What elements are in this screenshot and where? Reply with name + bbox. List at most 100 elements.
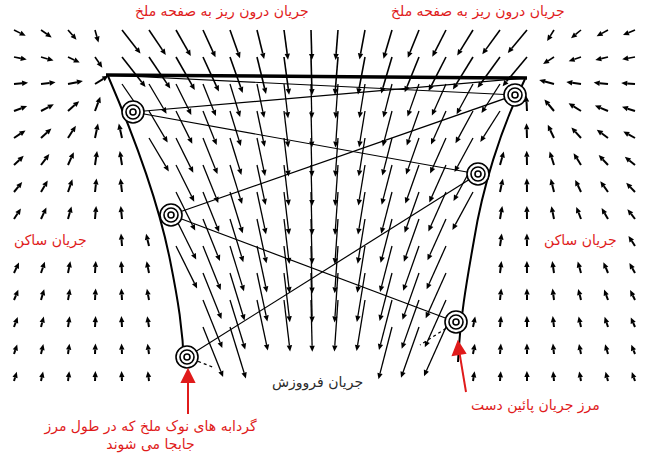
flow-arrow — [94, 30, 99, 43]
flow-arrow — [95, 76, 108, 84]
flow-arrow — [432, 84, 446, 116]
flow-arrow — [524, 178, 529, 192]
flow-arrow — [524, 123, 529, 138]
flow-arrow — [551, 344, 556, 354]
flow-arrow — [631, 372, 636, 381]
flow-arrow — [68, 30, 77, 40]
flow-arrow — [41, 80, 56, 85]
flow-arrow — [203, 327, 223, 377]
flow-arrow — [508, 30, 527, 53]
flow-arrow — [358, 84, 365, 118]
flow-arrow — [122, 57, 146, 87]
flow-arrow — [403, 246, 419, 291]
flow-arrow — [203, 84, 216, 116]
flow-arrow — [13, 317, 18, 327]
flow-arrow — [600, 181, 608, 192]
flow-arrow — [603, 262, 608, 273]
flow-arrow — [355, 273, 365, 322]
flow-arrow — [569, 57, 581, 62]
flow-arrow — [41, 104, 54, 111]
flow-arrow — [550, 179, 555, 192]
flow-arrow — [122, 30, 141, 54]
flow-arrow — [14, 81, 28, 86]
flow-arrow — [41, 128, 51, 138]
flow-arrow — [14, 106, 27, 111]
flow-arrow — [68, 152, 74, 165]
flow-arrow — [599, 155, 608, 165]
flow-arrow — [39, 344, 44, 354]
flow-arrow — [93, 316, 98, 327]
flow-arrow — [547, 30, 554, 41]
flow-arrow — [498, 289, 503, 300]
flow-arrow — [119, 289, 124, 301]
flow-arrow — [551, 261, 556, 273]
flow-arrow — [13, 372, 18, 381]
flow-arrow — [471, 316, 476, 327]
flow-arrow — [66, 344, 71, 354]
flow-arrow — [595, 105, 608, 111]
flow-arrow — [576, 207, 581, 219]
flow-arrow — [176, 246, 197, 289]
vortex-path — [106, 75, 527, 368]
tip-vortex — [504, 84, 526, 106]
flow-arrow — [68, 80, 83, 85]
flow-arrow — [309, 165, 314, 206]
flow-arrow — [176, 30, 191, 56]
flow-arrow — [623, 131, 635, 138]
flow-arrow — [94, 151, 99, 165]
flow-arrow — [358, 30, 365, 60]
flow-arrow — [309, 300, 314, 352]
flow-arrow — [524, 316, 529, 327]
flow-arrow — [594, 81, 608, 86]
flow-arrow — [66, 289, 71, 300]
flow-arrow — [332, 300, 338, 352]
tip-vortex — [445, 311, 467, 333]
flow-arrow — [13, 344, 18, 354]
flow-arrow — [203, 111, 217, 145]
callout-label: جریان درون ریز به صفحه ملخ — [133, 3, 311, 21]
callout-label: جریان ساکن — [12, 232, 89, 250]
flow-arrow — [578, 344, 583, 354]
flow-arrow — [230, 327, 247, 379]
flow-arrow — [524, 206, 529, 219]
flow-arrow — [597, 30, 608, 36]
flow-arrow — [383, 30, 392, 59]
flow-arrow — [629, 236, 636, 246]
flow-arrow — [14, 56, 27, 61]
flow-arrow — [627, 209, 635, 219]
flow-arrow — [577, 262, 582, 274]
flow-arrow — [524, 371, 529, 381]
flow-arrow — [424, 327, 446, 376]
flow-arrow — [284, 300, 292, 351]
flow-arrow — [41, 30, 52, 37]
flow-arrow — [146, 371, 151, 381]
flow-arrow — [93, 344, 98, 354]
flow-arrow — [119, 371, 124, 381]
flow-arrow — [622, 106, 635, 111]
flow-arrow — [176, 138, 193, 173]
flow-arrow — [571, 127, 581, 138]
flow-arrow — [14, 182, 22, 192]
flow-arrow — [93, 261, 98, 273]
flow-arrow — [40, 317, 45, 327]
flow-arrow — [203, 30, 216, 57]
flow-arrow — [119, 234, 124, 247]
flow-arrow — [203, 138, 218, 174]
flow-arrow — [41, 154, 49, 165]
flow-arrow — [333, 30, 338, 60]
leader-arrow — [182, 342, 466, 414]
flow-arrow — [67, 207, 72, 220]
flow-arrow — [604, 317, 609, 327]
flow-arrow — [457, 30, 473, 56]
flow-arrow — [145, 261, 150, 273]
flow-arrow — [284, 84, 290, 118]
flow-arrow — [551, 371, 556, 381]
flow-arrow — [566, 80, 581, 85]
flow-arrow — [95, 57, 102, 68]
flow-arrow — [309, 219, 314, 264]
flow-arrow — [93, 206, 98, 219]
flow-arrow — [548, 125, 554, 138]
flow-arrow — [119, 316, 124, 327]
flow-arrow — [146, 316, 151, 327]
flow-arrow — [551, 316, 556, 327]
